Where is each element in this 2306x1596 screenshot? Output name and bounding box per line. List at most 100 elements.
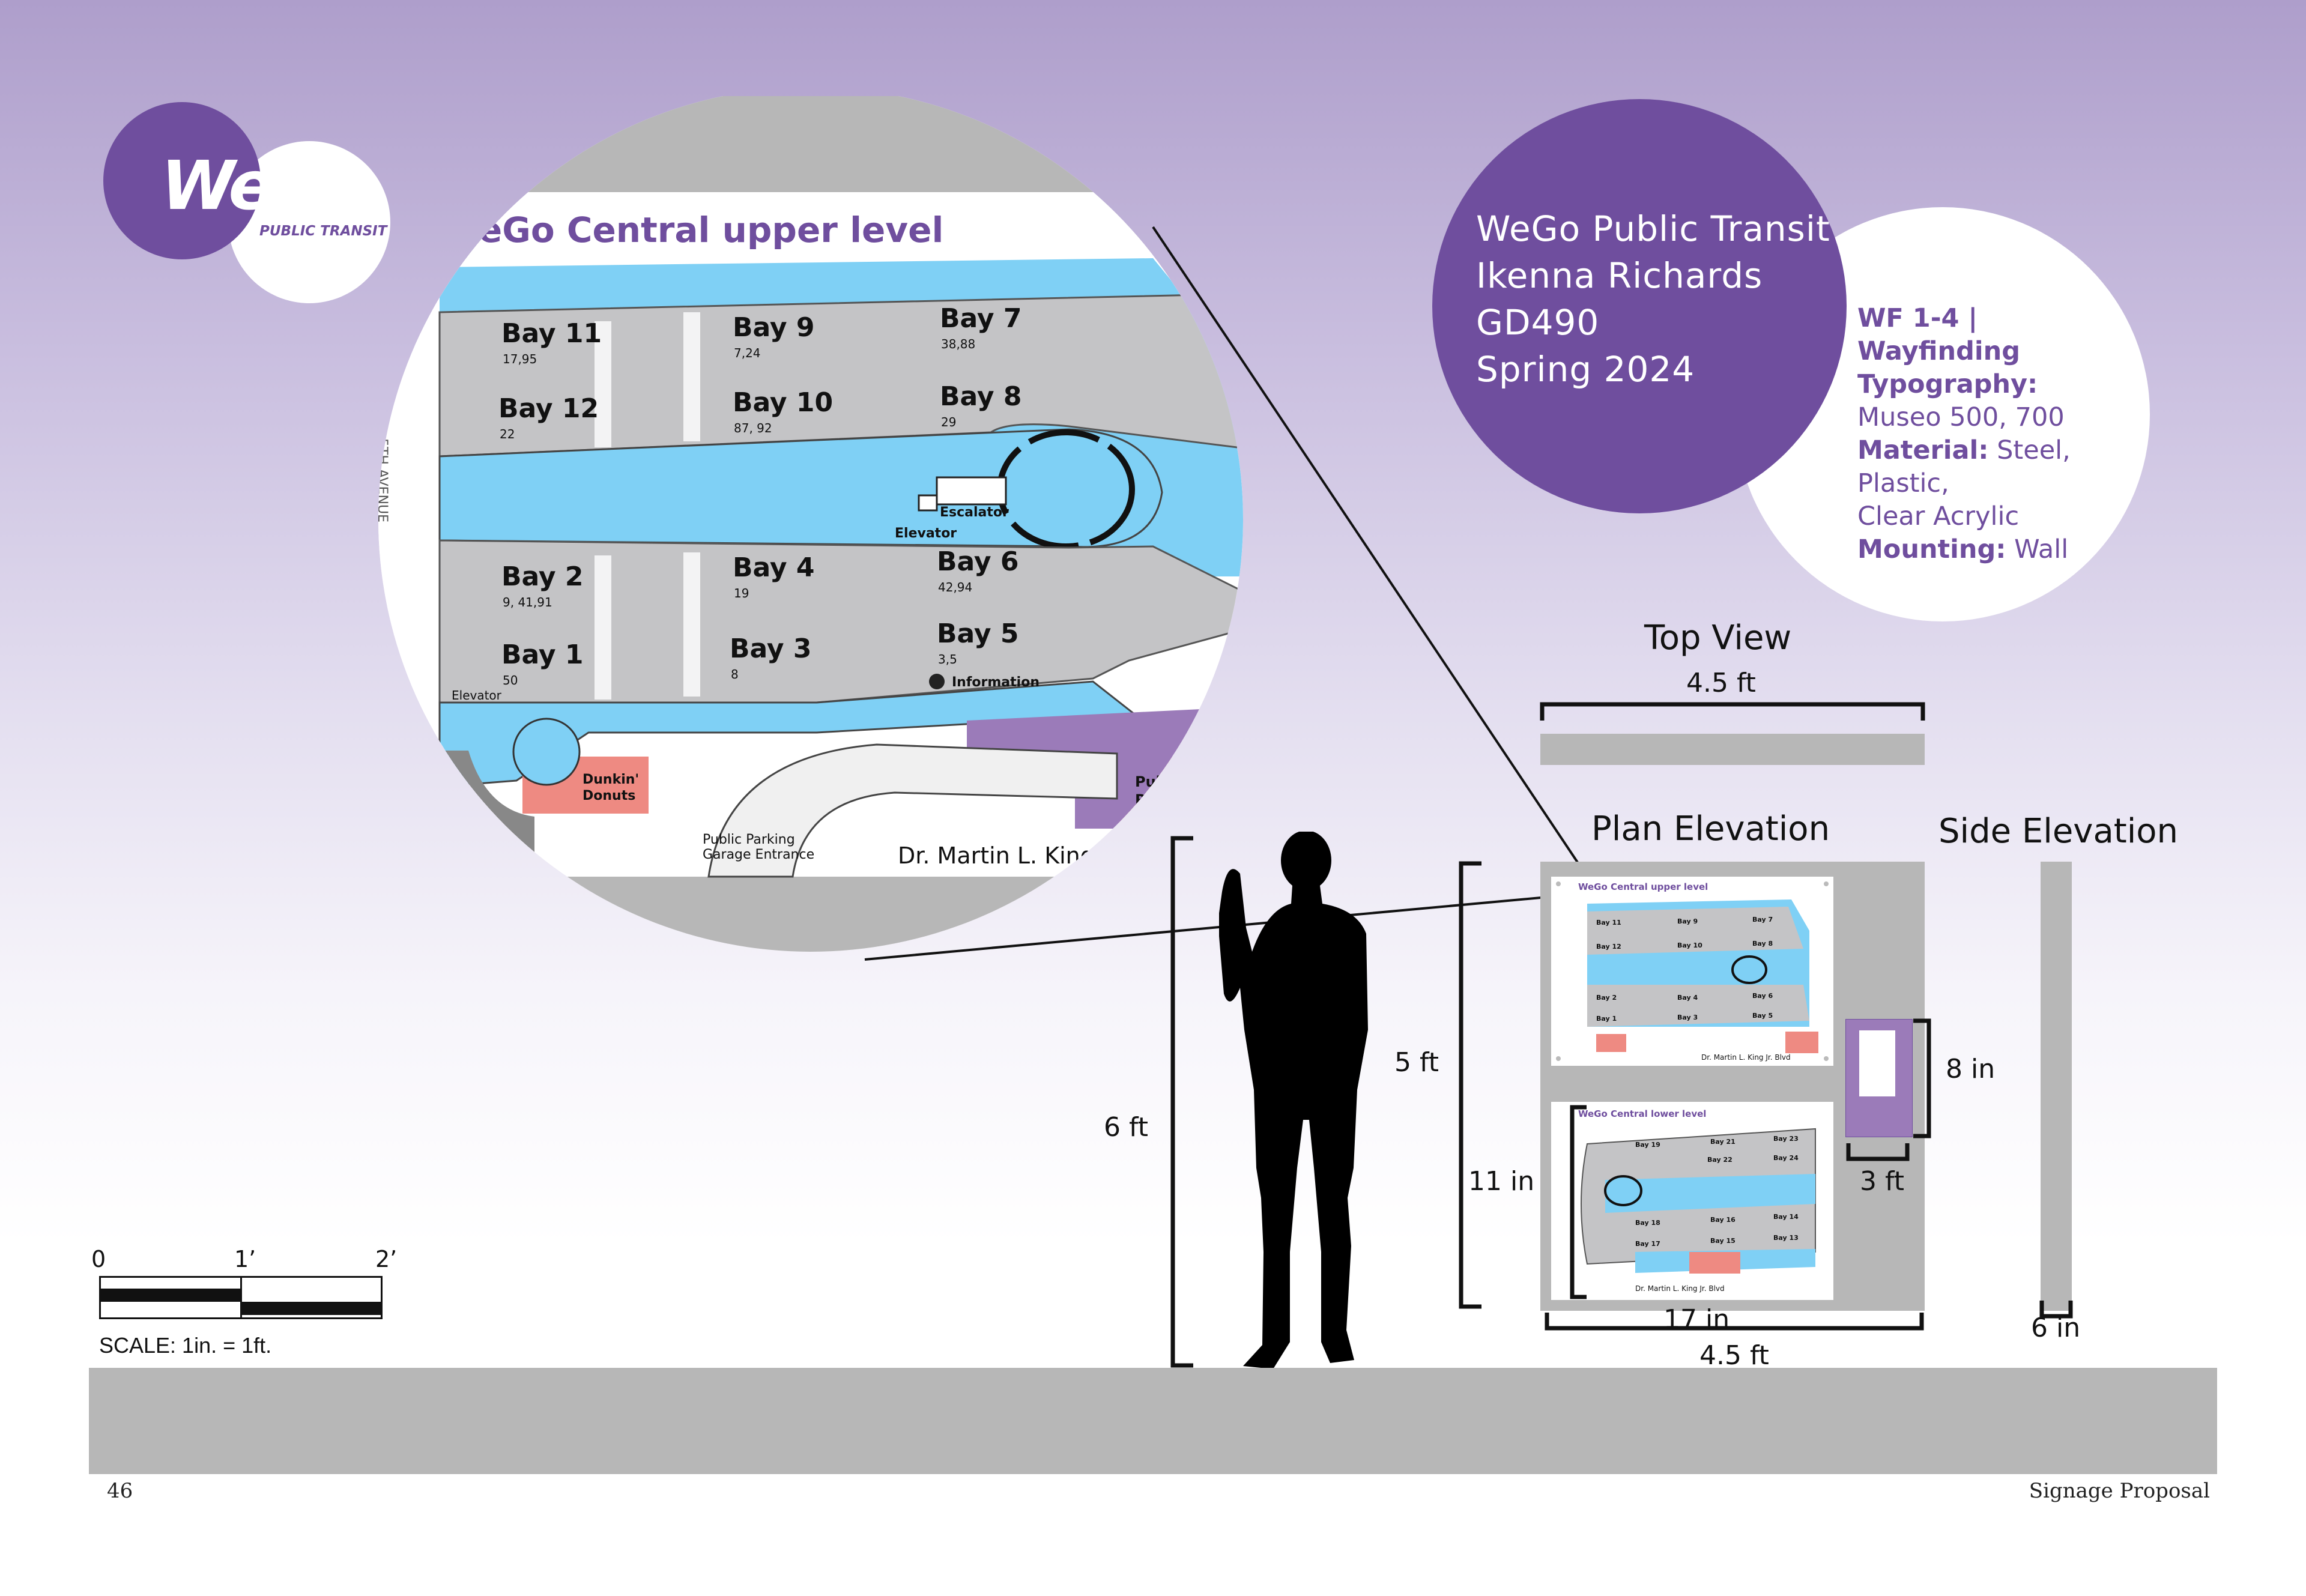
mini-bay-label: Bay 9 [1677,917,1698,925]
bay-routes: 3,5 [938,652,957,667]
information-label: Information [952,675,1040,690]
escalator-label: Escalator [940,505,1009,520]
mini-bay-label: Bay 15 [1710,1237,1736,1245]
bay-label: Bay 11 [501,318,602,349]
elevator-label: Elevator [895,526,957,541]
mini-bay-label: Bay 4 [1677,994,1698,1002]
spec-mounting-label: Mounting: [1857,534,2006,564]
person-height-label: 6 ft [1104,1112,1148,1143]
spec-material-label: Material: [1857,435,1989,465]
parking-label-1: Public Parking [703,832,795,847]
bay-label: Bay 2 [501,561,584,592]
mini-bay-label: Bay 16 [1710,1216,1736,1224]
spiral-stair [512,718,581,786]
mini-lower-street: Dr. Martin L. King Jr. Blvd [1635,1284,1725,1293]
bay-label: Bay 3 [730,633,812,664]
waiting-concourse [438,428,1163,548]
mini-bay-label: Bay 18 [1635,1219,1660,1227]
mini-lower-title: WeGo Central lower level [1578,1108,1706,1119]
map-height-bracket [1570,1105,1587,1299]
sign-height-bracket [1459,861,1481,1309]
mini-bay-label: Bay 17 [1635,1240,1660,1248]
bay-label: Bay 6 [937,546,1019,577]
project-term: Spring 2024 [1476,349,1695,390]
plan-width-label: 4.5 ft [1699,1340,1769,1371]
mini-upper-title: WeGo Central upper level [1578,881,1708,892]
spec-material-value-2: Clear Acrylic [1857,501,2020,531]
parking-label-2: Garage Entrance [703,847,814,862]
spec-mounting-value: Wall [2014,534,2069,564]
mini-bay-label: Bay 23 [1773,1135,1799,1143]
dunkin-label-2: Donuts [583,788,635,803]
top-view-bar [1540,734,1925,765]
box-height-label: 8 in [1946,1054,1996,1084]
floor-band [89,1368,2217,1474]
mini-bay-label: Bay 6 [1752,992,1773,1000]
top-view-title: Top View [1644,618,1792,657]
bay-routes: 38,88 [941,337,975,351]
dunkin-label-1: Dunkin' [583,772,639,787]
bay-label: Bay 4 [733,552,815,583]
mini-bay-label: Bay 1 [1596,1015,1617,1023]
top-view-width: 4.5 ft [1686,668,1756,698]
mini-bay-label: Bay 19 [1635,1141,1660,1149]
mini-bay-label: Bay 14 [1773,1213,1799,1221]
bay-label: Bay 10 [733,387,833,418]
person-height-bracket [1170,836,1193,1368]
crosswalk [683,552,700,697]
top-view-dim-bracket [1540,702,1925,721]
mounting-box [1845,1019,1913,1137]
escalator-block [936,476,1007,506]
elevator-label-2: Elevator [452,688,502,703]
bay-label: Bay 1 [501,639,584,670]
logo-subtitle: PUBLIC TRANSIT [259,223,387,239]
project-course: GD490 [1476,302,1600,343]
bay-routes: 87, 92 [734,421,772,435]
mini-bay-label: Bay 13 [1773,1234,1799,1242]
bay-label: Bay 7 [940,303,1022,334]
bay-routes: 22 [500,427,515,441]
bay-label: Bay 5 [937,618,1019,649]
upper-platform [438,293,1243,458]
spec-code: WF 1-4 | Wayfinding [1857,303,2021,366]
mini-map-upper: WeGo Central upper level Bay 11 Bay 9 Bay … [1551,877,1833,1066]
spec-typography-label: Typography: [1857,369,2038,399]
info-purple-circle [1432,99,1847,513]
box-width-label: 3 ft [1860,1166,1904,1197]
person-silhouette [1219,832,1368,1369]
crosswalk [595,321,611,447]
mini-bay-label: Bay 2 [1596,994,1617,1002]
spec-material-value-1: Steel, Plastic, [1857,435,2071,498]
mini-bay-label: Bay 21 [1710,1138,1736,1146]
spec-typography-value: Museo 500, 700 [1857,402,2065,432]
bay-routes: 17,95 [503,352,537,366]
bay-routes: 50 [503,673,518,688]
map-width-bracket [1545,1313,1924,1331]
parking-ramp [707,743,1118,878]
bay-routes: 19 [734,586,749,600]
bay-label: Bay 8 [940,381,1022,412]
side-depth-label: 6 in [2031,1313,2081,1343]
map-height-label: 11 in [1468,1166,1535,1197]
elevator-block [918,494,938,512]
side-elevation-bar [2041,862,2072,1311]
crosswalk [595,555,611,700]
mini-bay-label: Bay 22 [1707,1156,1733,1164]
bay-routes: 9, 41,91 [503,595,552,609]
bay-routes: 29 [941,415,956,429]
mini-bay-label: Bay 11 [1596,919,1621,926]
mini-upper-street: Dr. Martin L. King Jr. Blvd [1701,1053,1791,1062]
bay-routes: 7,24 [734,346,761,360]
mini-map-lower: WeGo Central lower level Bay 19 Bay 21 Bay… [1551,1102,1833,1300]
scale-bar [99,1276,383,1319]
bay-label: Bay 9 [733,312,815,343]
project-info: WeGo Public Transit Ikenna Richards GD49… [1476,205,1830,393]
box-width-bracket [1846,1143,1910,1161]
mini-bay-label: Bay 7 [1752,916,1773,923]
mini-bay-label: Bay 10 [1677,942,1702,949]
information-icon [929,674,945,689]
bay-routes: 42,94 [938,580,972,594]
